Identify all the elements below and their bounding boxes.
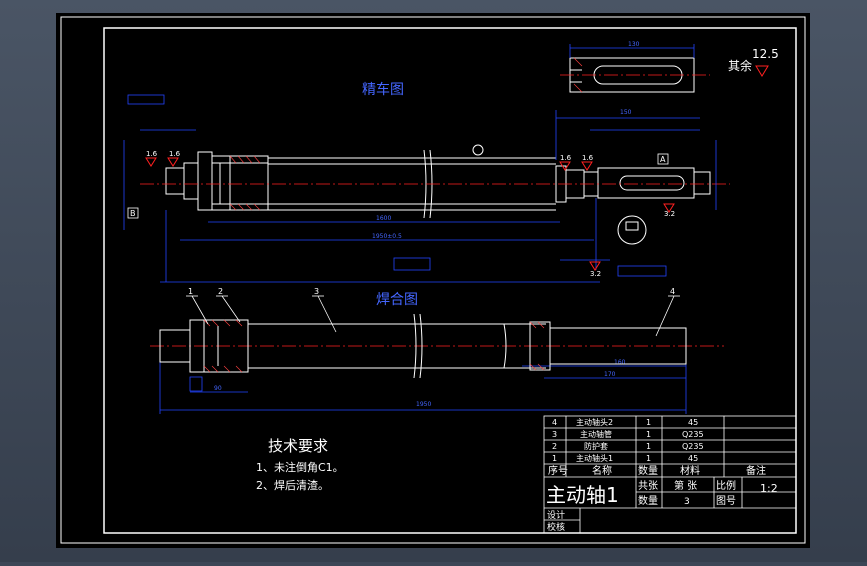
finish-turning-title: 精车图 <box>362 81 404 98</box>
bom-row-qty: 1 <box>646 430 651 439</box>
leader-numbers: 1 2 3 4 <box>188 287 675 296</box>
bom-row-qty: 1 <box>646 418 651 427</box>
dim-weld-right: 170 <box>604 371 616 378</box>
dim-right-end: 150 <box>620 109 632 116</box>
leader-1: 1 <box>188 287 193 296</box>
roughness-values: 1.6 1.6 1.6 1.6 3.2 3.2 <box>146 150 675 278</box>
roughness-4: 1.6 <box>582 154 594 162</box>
dim-weld-right-top: 160 <box>614 359 626 366</box>
bom-row-name: 防护套 <box>584 441 608 451</box>
bom-row-no: 3 <box>552 430 557 439</box>
roughness-rest-label: 其余 <box>728 58 752 73</box>
bom-row-no: 4 <box>552 418 557 427</box>
dim-body-length: 1600 <box>376 215 391 222</box>
datum-b: B <box>130 209 136 218</box>
bom-row-qty: 1 <box>646 454 651 463</box>
dim-key-top: 130 <box>628 41 640 48</box>
bom-row-material: 45 <box>688 454 698 463</box>
bom-row-no: 1 <box>552 454 557 463</box>
roughness-rest-value: 12.5 <box>752 47 779 61</box>
roughness-5: 3.2 <box>664 210 675 218</box>
design-label: 设计 <box>547 509 565 521</box>
tech-item-2: 2、焊后清渣。 <box>256 478 329 492</box>
datum-a: A <box>660 155 666 164</box>
quantity-value: 3 <box>684 497 690 507</box>
bom-row-material: Q235 <box>682 430 704 439</box>
inner-border <box>103 27 797 534</box>
bom-header-no: 序号 <box>548 464 568 477</box>
dim-weld-left: 90 <box>214 385 222 392</box>
tech-item-1: 1、未注倒角C1。 <box>256 460 344 474</box>
roughness-6: 3.2 <box>590 270 601 278</box>
quantity-label: 数量 <box>638 494 658 507</box>
bom-row-name: 主动轴头1 <box>576 453 613 463</box>
drawing-no-label: 图号 <box>716 495 736 507</box>
bom-row-name: 主动轴管 <box>580 429 612 439</box>
dim-weld-total: 1950 <box>416 401 431 408</box>
bom-row-no: 2 <box>552 442 557 451</box>
bom-row-name: 主动轴头2 <box>576 417 613 427</box>
roughness-marks <box>145 65 769 271</box>
outer-border <box>60 16 806 544</box>
bom-header-note: 备注 <box>746 464 766 477</box>
roughness-2: 1.6 <box>169 150 181 158</box>
bom-row-material: 45 <box>688 418 698 427</box>
welding-view <box>159 313 687 379</box>
roughness-3: 1.6 <box>560 154 572 162</box>
datum-a-box <box>657 153 669 165</box>
datum-b-box <box>127 207 139 219</box>
leader-4: 4 <box>670 287 675 296</box>
dimension-texts: 1600 1950±0.5 150 130 1950 90 170 160 <box>214 41 640 408</box>
bom-row-qty: 1 <box>646 442 651 451</box>
leader-3: 3 <box>314 287 319 296</box>
hatching <box>229 57 583 211</box>
bom-row-material: Q235 <box>682 442 704 451</box>
roughness-1: 1.6 <box>146 150 158 158</box>
bom-header: 序号 名称 数量 材料 备注 <box>548 464 766 477</box>
dim-overall-left: 1950±0.5 <box>372 233 402 240</box>
bom-header-qty: 数量 <box>638 464 658 477</box>
check-label: 校核 <box>547 521 565 533</box>
bom-table-lines <box>543 415 797 534</box>
welding-title: 焊合图 <box>376 292 418 308</box>
leader-2: 2 <box>218 287 223 296</box>
tech-title: 技术要求 <box>268 437 328 455</box>
total-sheets-label: 共张 <box>638 480 658 492</box>
drawing-name: 主动轴1 <box>546 483 619 507</box>
sheet-label: 第 张 <box>674 479 697 492</box>
scale-label: 比例 <box>716 479 736 492</box>
bom-header-name: 名称 <box>592 464 612 477</box>
drawing-sheet <box>56 13 810 548</box>
centerlines <box>140 74 730 347</box>
weld-hatching <box>203 319 545 373</box>
title-block: 主动轴1 共张 第 张 比例 1:2 数量 3 图号 设计 校核 <box>546 479 778 533</box>
bom-header-material: 材料 <box>680 464 700 477</box>
leader-lines <box>186 295 680 337</box>
scale-value: 1:2 <box>760 482 778 495</box>
bom-rows: 4 主动轴头2 1 45 3 主动轴管 1 Q235 2 防护套 1 Q235 … <box>552 417 704 463</box>
